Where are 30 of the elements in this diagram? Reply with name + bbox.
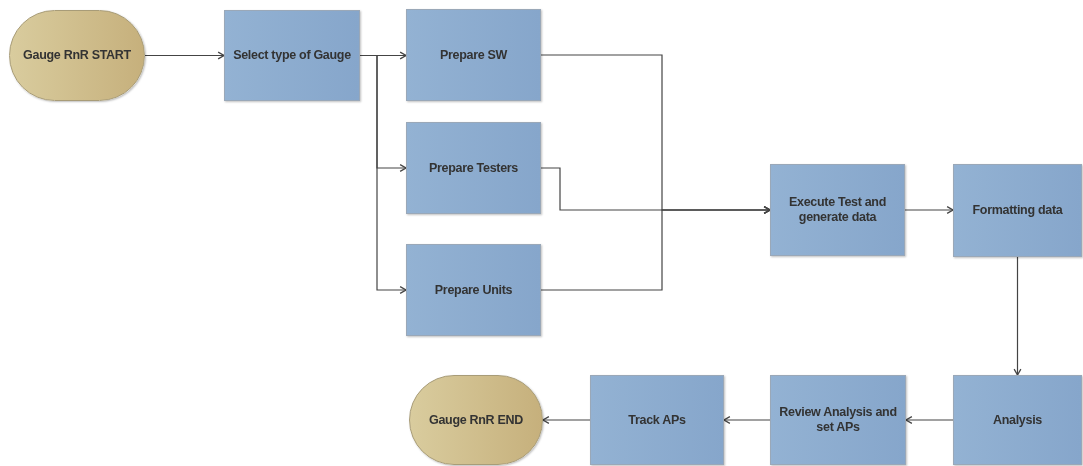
node-label: Gauge RnR START bbox=[22, 48, 132, 63]
arrow bbox=[144, 51, 225, 60]
process-box bbox=[406, 122, 541, 214]
arrow bbox=[723, 416, 771, 424]
arrow bbox=[542, 416, 591, 424]
node-label: Prepare Testers bbox=[427, 160, 520, 176]
node-label: Gauge RnR END bbox=[428, 412, 524, 428]
process-box bbox=[953, 375, 1082, 465]
node-label: Execute Test and generate data bbox=[787, 195, 888, 225]
node-label: Review Analysis and set APs bbox=[778, 405, 898, 435]
process-box bbox=[224, 10, 360, 101]
process-box bbox=[406, 9, 541, 101]
arrow bbox=[905, 416, 954, 424]
node-label: Prepare SW bbox=[438, 47, 509, 63]
process-box bbox=[770, 164, 905, 256]
process-box bbox=[590, 375, 724, 465]
arrow bbox=[540, 206, 771, 291]
process-box bbox=[953, 164, 1082, 257]
node-label: Track APs bbox=[627, 412, 687, 428]
arrow bbox=[904, 206, 954, 214]
process-box bbox=[406, 244, 541, 336]
terminal-pill bbox=[409, 375, 543, 465]
process-box bbox=[770, 375, 906, 465]
node-label: Prepare Units bbox=[433, 282, 514, 298]
arrow bbox=[359, 54, 407, 294]
arrow bbox=[1013, 256, 1022, 376]
node-label: Select type of Gauge bbox=[232, 48, 352, 63]
node-label: Formatting data bbox=[971, 203, 1064, 218]
terminal-pill bbox=[9, 10, 145, 101]
node-label: Analysis bbox=[992, 412, 1043, 428]
